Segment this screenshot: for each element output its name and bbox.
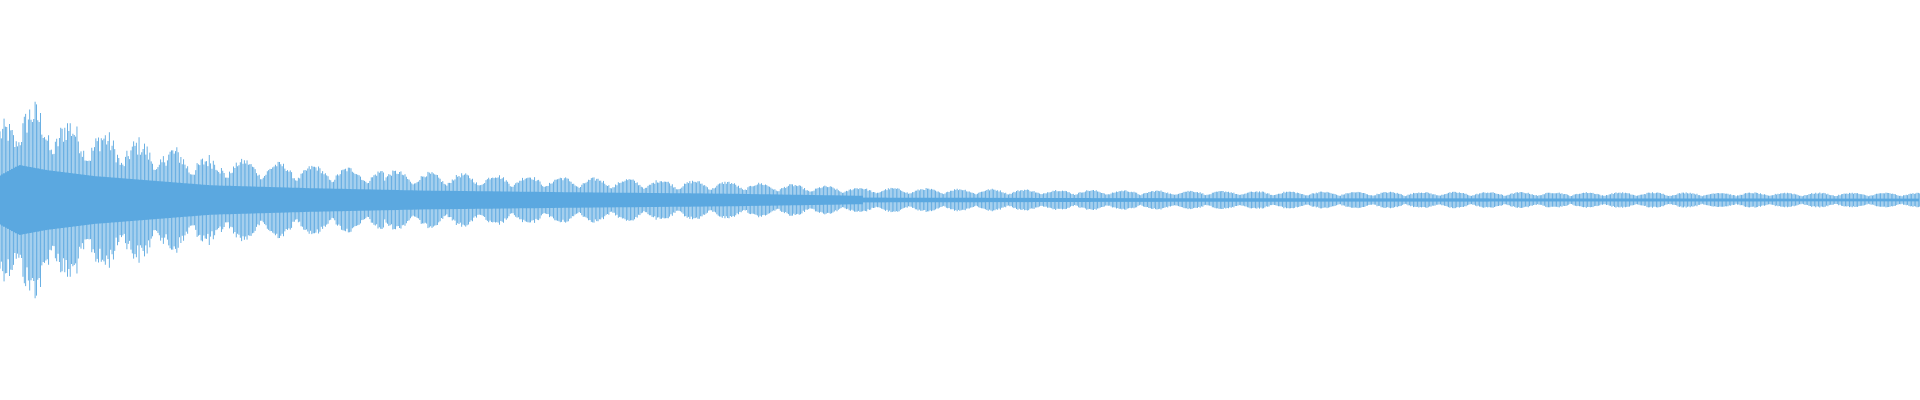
waveform-core	[0, 165, 1919, 235]
waveform-lines	[0, 101, 1920, 299]
